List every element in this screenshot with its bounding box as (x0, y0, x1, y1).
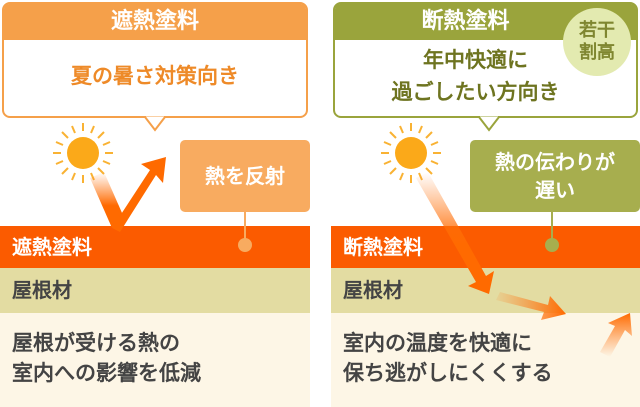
right-transfer-arrow (496, 292, 566, 320)
right-rising-heat-arrow (600, 313, 632, 357)
right-tag-dot (545, 238, 559, 252)
badge-line2: 割高 (579, 42, 615, 63)
left-callout: 遮熱塗料 夏の暑さ対策向き (2, 2, 308, 118)
left-coat-layer: 遮熱塗料 (0, 226, 310, 268)
right-sun-icon (380, 122, 442, 184)
left-title: 遮熱塗料 (4, 4, 306, 40)
right-desc-line1: 室内の温度を快適に (343, 331, 532, 355)
left-tag-text: 熱を反射 (205, 164, 285, 188)
right-subtitle-line1: 年中快適に (423, 48, 528, 72)
left-incoming-heat-arrow (90, 172, 126, 228)
right-tag: 熱の伝わりが 遅い (470, 140, 640, 212)
right-callout-pointer (478, 116, 500, 132)
badge-line1: 若干 (579, 20, 615, 41)
price-badge: 若干 割高 (563, 8, 631, 76)
left-desc-line2: 室内への影響を低減 (12, 361, 201, 385)
left-desc-line1: 屋根が受ける熱の (12, 331, 180, 355)
right-incoming-heat-arrow (416, 172, 494, 294)
right-coat-layer: 断熱塗料 (331, 226, 640, 268)
left-reflected-heat-arrow (112, 157, 166, 232)
right-subtitle-line2: 過ごしたい方向き (391, 80, 560, 104)
left-roof-layer: 屋根材 (0, 268, 310, 313)
right-subtitle: 年中快適に 過ごしたい方向き (335, 44, 636, 108)
left-description: 屋根が受ける熱の 室内への影響を低減 (0, 313, 310, 407)
right-tag-line1: 熱の伝わりが (495, 150, 615, 174)
left-tag-dot (238, 238, 252, 252)
left-tag: 熱を反射 (180, 140, 310, 212)
left-callout-pointer (144, 116, 166, 132)
right-tag-line2: 遅い (535, 178, 575, 202)
right-desc-line2: 保ち逃がしにくくする (343, 361, 553, 385)
left-subtitle: 夏の暑さ対策向き (71, 64, 239, 88)
right-description: 室内の温度を快適に 保ち逃がしにくくする (331, 313, 640, 407)
